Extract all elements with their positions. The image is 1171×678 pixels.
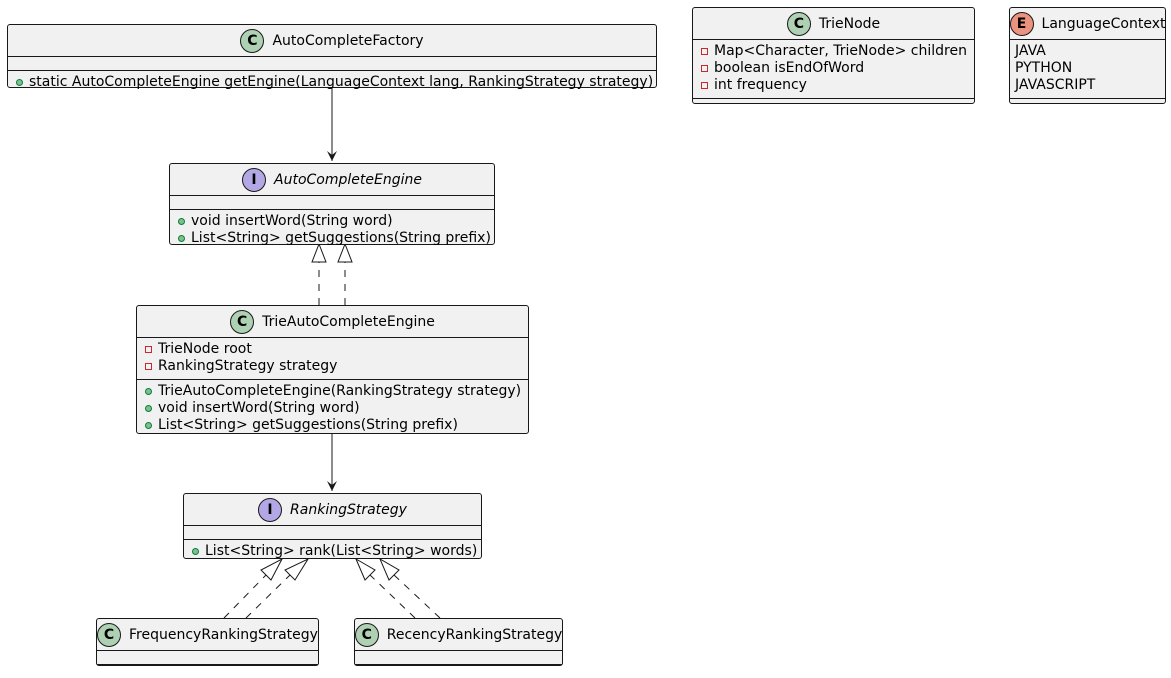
- class-frequency-ranking-strategy[interactable]: C FrequencyRankingStrategy: [96, 618, 319, 666]
- method-row: void insertWord(String word): [145, 400, 520, 417]
- fields-section: [184, 526, 481, 540]
- method-row: List<String> getSuggestions(String prefi…: [145, 417, 520, 434]
- fields-section: [355, 651, 562, 665]
- interface-ranking-strategy[interactable]: I RankingStrategy List<String> rank(List…: [183, 493, 482, 559]
- enum-value: JAVA: [1015, 43, 1046, 59]
- fields-section: TrieNode root RankingStrategy strategy: [137, 338, 528, 380]
- private-marker-icon: [145, 346, 152, 353]
- public-marker-icon: [178, 218, 185, 225]
- public-marker-icon: [178, 235, 185, 242]
- class-header: C TrieAutoCompleteEngine: [137, 306, 528, 338]
- enum-value: JAVASCRIPT: [1015, 77, 1096, 93]
- method-signature: void insertWord(String word): [158, 400, 360, 416]
- class-stereotype-icon: C: [354, 622, 379, 647]
- field-signature: TrieNode root: [158, 341, 252, 357]
- class-name: RankingStrategy: [290, 501, 407, 518]
- class-header: C AutoCompleteFactory: [8, 25, 656, 57]
- class-name: FrequencyRankingStrategy: [129, 626, 318, 643]
- method-signature: List<String> getSuggestions(String prefi…: [158, 417, 458, 433]
- private-marker-icon: [145, 363, 152, 370]
- class-header: E LanguageContext: [1009, 8, 1166, 40]
- field-row: boolean isEndOfWord: [701, 60, 966, 77]
- field-signature: Map<Character, TrieNode> children: [714, 43, 967, 59]
- fields-section: [97, 651, 318, 665]
- class-header: I RankingStrategy: [184, 494, 481, 526]
- class-stereotype-icon: C: [97, 622, 122, 647]
- edge-recency-realizes-ranking-2: [393, 574, 441, 619]
- edge-frequency-realizes-ranking-2: [245, 574, 291, 619]
- field-row: TrieNode root: [145, 341, 520, 358]
- methods-section: TrieAutoCompleteEngine(RankingStrategy s…: [137, 380, 528, 438]
- class-name: TrieAutoCompleteEngine: [262, 313, 435, 330]
- class-name: TrieNode: [818, 15, 881, 32]
- realization-head: [260, 557, 284, 581]
- public-marker-icon: [145, 422, 152, 429]
- class-trie-auto-complete-engine[interactable]: C TrieAutoCompleteEngine TrieNode root R…: [136, 305, 529, 434]
- class-header: C RecencyRankingStrategy: [354, 619, 563, 651]
- class-name: RecencyRankingStrategy: [386, 626, 563, 643]
- field-signature: int frequency: [714, 77, 807, 93]
- realization-head: [337, 242, 353, 263]
- class-auto-complete-factory[interactable]: C AutoCompleteFactory static AutoComplet…: [7, 24, 657, 90]
- fields-section: [170, 196, 494, 210]
- field-row: RankingStrategy strategy: [145, 358, 520, 375]
- method-signature: TrieAutoCompleteEngine(RankingStrategy s…: [158, 383, 522, 399]
- interface-auto-complete-engine[interactable]: I AutoCompleteEngine void insertWord(Str…: [169, 163, 495, 246]
- class-trie-node[interactable]: C TrieNode Map<Character, TrieNode> chil…: [692, 7, 975, 104]
- class-name: LanguageContext: [1041, 15, 1166, 32]
- private-marker-icon: [701, 48, 708, 55]
- field-signature: RankingStrategy strategy: [158, 358, 338, 374]
- enum-language-context[interactable]: E LanguageContext JAVA PYTHON JAVASCRIPT: [1009, 7, 1166, 104]
- class-header: I AutoCompleteEngine: [170, 164, 494, 196]
- method-row: List<String> getSuggestions(String prefi…: [178, 230, 491, 247]
- private-marker-icon: [701, 65, 708, 72]
- edge-frequency-realizes-ranking-1: [223, 574, 267, 619]
- interface-stereotype-icon: I: [242, 167, 267, 192]
- method-row: void insertWord(String word): [178, 213, 486, 230]
- class-stereotype-icon: C: [786, 11, 811, 36]
- field-row: Map<Character, TrieNode> children: [701, 43, 967, 60]
- field-signature: boolean isEndOfWord: [714, 60, 865, 76]
- public-marker-icon: [192, 548, 199, 555]
- enum-values-section: JAVA PYTHON JAVASCRIPT: [1010, 40, 1165, 99]
- method-row: TrieAutoCompleteEngine(RankingStrategy s…: [145, 383, 522, 400]
- methods-section: List<String> rank(List<String> words): [184, 540, 481, 564]
- class-stereotype-icon: C: [240, 28, 265, 53]
- realization-head: [311, 242, 327, 263]
- realization-head: [378, 557, 400, 581]
- public-marker-icon: [16, 79, 23, 86]
- method-signature: List<String> rank(List<String> words): [205, 543, 478, 559]
- realization-head: [284, 557, 310, 581]
- field-row: int frequency: [701, 77, 966, 94]
- class-header: C TrieNode: [693, 8, 974, 40]
- class-name: AutoCompleteEngine: [274, 171, 422, 188]
- methods-section: void insertWord(String word) List<String…: [170, 210, 494, 251]
- methods-section: static AutoCompleteEngine getEngine(Lang…: [8, 71, 656, 95]
- methods-section: [1010, 99, 1165, 112]
- method-signature: void insertWord(String word): [191, 213, 393, 229]
- class-header: C FrequencyRankingStrategy: [97, 619, 318, 651]
- fields-section: [8, 57, 656, 71]
- public-marker-icon: [145, 388, 152, 395]
- public-marker-icon: [145, 405, 152, 412]
- method-signature: static AutoCompleteEngine getEngine(Lang…: [29, 74, 654, 90]
- interface-stereotype-icon: I: [258, 497, 283, 522]
- realization-head: [354, 557, 376, 581]
- method-row: List<String> rank(List<String> words): [192, 543, 477, 560]
- enum-value: PYTHON: [1015, 60, 1073, 76]
- enum-stereotype-icon: E: [1009, 11, 1034, 36]
- edge-recency-realizes-ranking-1: [369, 574, 416, 619]
- class-recency-ranking-strategy[interactable]: C RecencyRankingStrategy: [354, 618, 563, 666]
- class-stereotype-icon: C: [230, 309, 255, 334]
- class-name: AutoCompleteFactory: [272, 32, 424, 49]
- method-signature: List<String> getSuggestions(String prefi…: [191, 230, 491, 246]
- method-row: static AutoCompleteEngine getEngine(Lang…: [16, 74, 653, 91]
- methods-section: [693, 99, 974, 112]
- fields-section: Map<Character, TrieNode> children boolea…: [693, 40, 974, 99]
- private-marker-icon: [701, 82, 708, 89]
